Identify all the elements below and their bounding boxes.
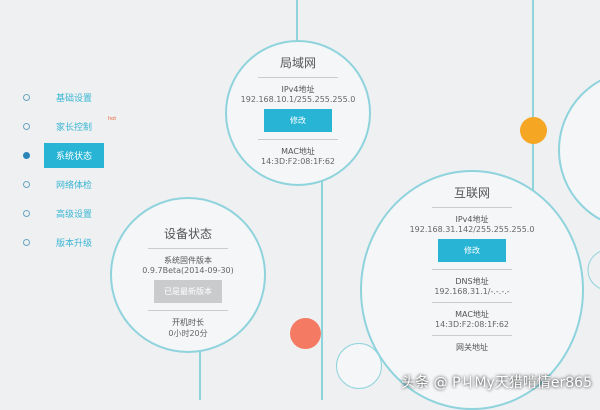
connector-line <box>321 180 323 400</box>
mac-label: MAC地址 <box>281 147 315 156</box>
device-title: 设备状态 <box>163 227 212 241</box>
dns-label: DNS地址 <box>455 277 489 286</box>
sidebar-item-label: 版本升级 <box>56 239 93 249</box>
sidebar-item-basic[interactable]: 基础设置 <box>20 83 140 112</box>
divider <box>432 335 512 336</box>
wan-panel: 互联网 IPv4地址 192.168.31.142/255.255.255.0 … <box>360 170 584 410</box>
divider <box>432 269 512 270</box>
ipv4-value: 192.168.10.1/255.255.255.0 <box>240 95 356 104</box>
divider <box>258 77 338 78</box>
bullet-icon <box>23 94 30 101</box>
wan-edit-button[interactable]: 修改 <box>438 239 506 262</box>
hot-badge: hot <box>108 116 117 122</box>
connector-line <box>199 350 201 400</box>
sidebar-item-label: 高级设置 <box>56 210 93 220</box>
ipv4-label: IPv4地址 <box>281 85 315 94</box>
firmware-label: 系统固件版本 <box>164 256 212 265</box>
sidebar-item-upgrade[interactable]: 版本升级 <box>20 228 140 257</box>
sidebar-item-label: 家长控制 <box>56 123 93 133</box>
ipv4-value: 192.168.31.142/255.255.255.0 <box>409 225 535 234</box>
sidebar-item-label: 网络体检 <box>56 181 93 191</box>
connector-line <box>296 0 298 50</box>
decor-circle <box>558 79 600 221</box>
sidebar-nav: 基础设置 家长控制 hot 系统状态 网络体检 高级设置 版本升级 <box>20 83 140 257</box>
bullet-icon <box>23 210 30 217</box>
gateway-label: 网关地址 <box>456 343 488 352</box>
sidebar-item-label: 系统状态 <box>44 143 105 168</box>
sidebar-item-status[interactable]: 系统状态 <box>20 141 140 170</box>
divider <box>432 207 512 208</box>
divider <box>258 139 338 140</box>
decor-circle <box>336 343 382 389</box>
bullet-icon <box>23 152 30 159</box>
divider <box>148 310 228 311</box>
decor-circle <box>587 251 600 289</box>
lan-panel: 局域网 IPv4地址 192.168.10.1/255.255.255.0 修改… <box>225 40 371 186</box>
uptime-label: 开机时长 <box>172 318 204 327</box>
wan-title: 互联网 <box>453 186 490 200</box>
dns-value: 192.168.31.1/-.-.-.- <box>434 287 510 296</box>
orange-dot <box>520 117 547 144</box>
sidebar-item-label: 基础设置 <box>56 94 93 104</box>
device-panel: 设备状态 系统固件版本 0.9.7Beta(2014-09-30) 已是最新版本… <box>110 197 266 353</box>
divider <box>432 302 512 303</box>
firmware-value: 0.9.7Beta(2014-09-30) <box>142 266 234 275</box>
bullet-icon <box>23 181 30 188</box>
connector-line <box>532 0 534 190</box>
mac-value: 14:3D:F2:08:1F:62 <box>434 320 510 329</box>
right-edge-decor <box>558 79 600 289</box>
sidebar-item-advanced[interactable]: 高级设置 <box>20 199 140 228</box>
divider <box>148 248 228 249</box>
bullet-icon <box>23 239 30 246</box>
sidebar-item-checkup[interactable]: 网络体检 <box>20 170 140 199</box>
lan-edit-button[interactable]: 修改 <box>264 109 332 132</box>
bullet-icon <box>23 123 30 130</box>
mac-label: MAC地址 <box>455 310 489 319</box>
lan-title: 局域网 <box>279 56 316 70</box>
watermark: 头条 @ PㄐMy天猎啃情er865 <box>401 375 592 391</box>
mac-value: 14:3D:F2:08:1F:62 <box>260 157 336 166</box>
sidebar-item-parental[interactable]: 家长控制 hot <box>20 112 140 141</box>
latest-version-button[interactable]: 已是最新版本 <box>154 280 222 303</box>
ipv4-label: IPv4地址 <box>455 215 489 224</box>
uptime-value: 0小时20分 <box>168 329 208 338</box>
red-dot <box>290 318 321 349</box>
